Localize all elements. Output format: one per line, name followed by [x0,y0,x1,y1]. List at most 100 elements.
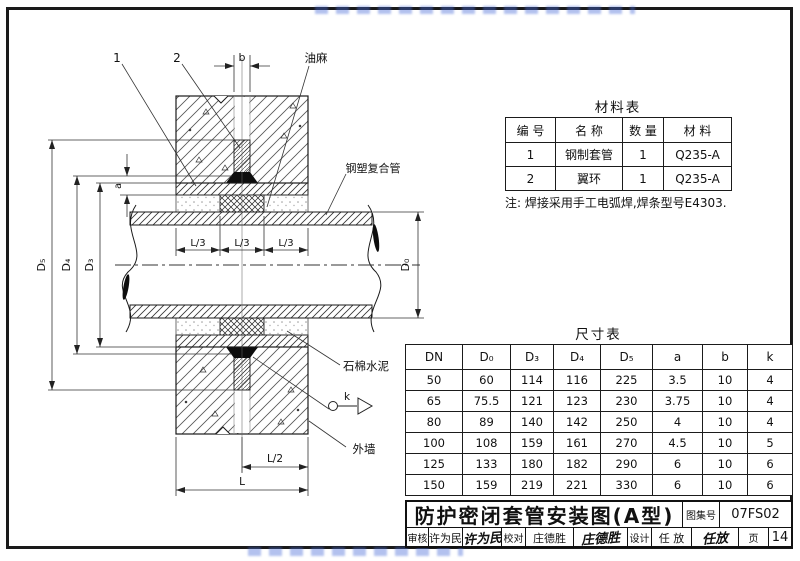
table-cell: 250 [600,411,653,433]
table-cell: 4.5 [652,432,703,454]
column-header: D₃ [510,344,554,370]
check-signature: 庄德胜 [574,528,628,547]
column-header: DN [405,344,463,370]
check-signature-text: 庄德胜 [580,530,621,547]
table-cell: 6 [747,453,793,475]
column-header: 编 号 [505,117,556,143]
title-block-top-row: 防护密闭套管安装图(A型) 图集号 07FS02 [407,502,791,528]
dim-d4-label: D₄ [60,258,73,271]
callout-1: 1 [113,51,121,65]
dim-l3-label-3: L/3 [278,238,293,249]
table-cell: 翼环 [555,166,623,191]
table-cell: 10 [702,474,748,496]
atlas-number-value: 07FS02 [731,507,780,522]
table-cell: 180 [510,453,554,475]
table-cell: 6 [747,474,793,496]
column-header: D₄ [553,344,601,370]
table-cell: 125 [405,453,463,475]
table-cell: 60 [462,369,511,391]
table-cell: 159 [510,432,554,454]
weld-symbol [328,397,374,415]
size-table-title: 尺寸表 [575,327,622,343]
dim-k-label: k [344,391,351,403]
table-cell: 121 [510,390,554,412]
dimensions [48,55,424,496]
dim-b-label: b [239,51,246,64]
review-name: 许为民 [429,528,463,547]
table-cell: 4 [652,411,703,433]
table-cell: 123 [553,390,601,412]
pipe-break-left [121,204,138,333]
dim-l2-label: L/2 [267,453,283,465]
page-number: 14 [771,530,789,545]
weld-note: 注: 焊接采用手工电弧焊,焊条型号E4303. [505,196,727,210]
column-header: 数 量 [622,117,664,143]
table-cell: 159 [462,474,511,496]
table-cell: 150 [405,474,463,496]
table-cell: 116 [553,369,601,391]
table-cell: 140 [510,411,554,433]
table-cell: 50 [405,369,463,391]
drawing-title: 防护密闭套管安装图(A型) [407,502,683,527]
check-label: 校对 [502,528,526,547]
table-cell: 1 [622,166,664,191]
watermark-bottom [248,547,463,556]
table-cell: 10 [702,390,748,412]
table-cell: 219 [510,474,554,496]
column-header: a [652,344,703,370]
table-cell: 4 [747,369,793,391]
material-table-title: 材料表 [594,100,642,116]
wall-label: 外墙 [353,442,376,456]
material-table-header-row: 编 号名 称数 量材 料 [505,117,732,143]
table-cell: 10 [702,411,748,433]
check-name: 庄德胜 [526,528,574,547]
review-signature-text: 许为民 [463,530,502,547]
column-header: D₀ [462,344,511,370]
watermark-top [315,6,635,14]
concrete-symbols [184,102,302,425]
table-cell: 114 [510,369,554,391]
dim-l3-label-1: L/3 [190,238,205,249]
composite-pipe [121,204,382,333]
table-cell: 108 [462,432,511,454]
table-cell: 330 [600,474,653,496]
dim-d5-label: D₅ [35,259,48,272]
column-header: b [702,344,748,370]
column-header: 材 料 [663,117,732,143]
table-cell: Q235-A [663,142,732,167]
table-cell: 75.5 [462,390,511,412]
table-cell: 80 [405,411,463,433]
dim-l3-label-2: L/3 [234,238,249,249]
table-cell: 65 [405,390,463,412]
table-cell: 2 [505,166,556,191]
table-cell: 3.5 [652,369,703,391]
table-cell: 221 [553,474,601,496]
installation-diagram: 1 2 b 油麻 钢塑复合管 石棉水泥 外墙 L/3 L/3 L/3 D₀ D₅… [35,51,424,496]
table-cell: 1 [505,142,556,167]
table-cell: 6 [652,474,703,496]
design-name: 任 放 [652,528,692,547]
table-cell: 1 [622,142,664,167]
table-cell: 10 [702,369,748,391]
composite-pipe-label: 钢塑复合管 [346,161,401,175]
table-cell: 钢制套管 [555,142,623,167]
table-cell: 89 [462,411,511,433]
title-block-bottom-row: 审核 许为民 许为民 校对 庄德胜 庄德胜 设计 任 放 任放 页 14 [407,528,791,547]
table-cell: 4 [747,411,793,433]
table-cell: 182 [553,453,601,475]
review-signature: 许为民 [463,528,502,547]
column-header: D₅ [600,344,653,370]
table-cell: 10 [702,453,748,475]
dim-d0-label: D₀ [399,258,412,271]
design-signature: 任放 [692,528,739,547]
table-cell: 230 [600,390,653,412]
design-label: 设计 [628,528,652,547]
leader-lines [121,63,347,448]
